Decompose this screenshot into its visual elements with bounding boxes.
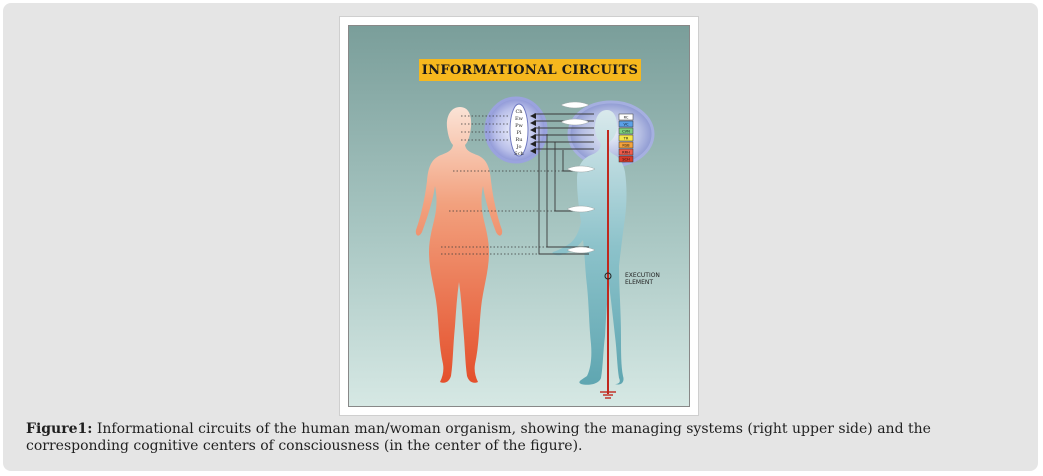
system-label: VC — [624, 123, 629, 127]
system-label: CVN — [622, 130, 630, 134]
background — [349, 26, 689, 406]
caption-text: Informational circuits of the human man/… — [26, 421, 931, 454]
center-label: Pi — [517, 130, 522, 136]
execution-label-line2: ELEMENT — [625, 279, 654, 286]
center-label: Jo — [515, 144, 521, 150]
circuit-wiring — [534, 113, 594, 255]
system-box — [618, 148, 634, 156]
caption-label: Figure1: — [26, 421, 93, 437]
figure-banner-title: INFORMATIONAL CIRCUITS — [419, 59, 641, 81]
system-box — [618, 120, 634, 128]
center-label: Ch — [515, 109, 523, 115]
center-label: Pw — [515, 123, 523, 129]
system-label: RC — [624, 116, 629, 120]
system-label: RSB — [622, 144, 630, 148]
execution-element-label: EXECUTION ELEMENT — [625, 272, 685, 286]
managing-systems-stack: RC VC CVN TR RSB RRH SCH — [618, 113, 634, 163]
system-box — [618, 141, 634, 149]
center-label: Ew — [515, 116, 524, 122]
signal-glyphs — [560, 101, 596, 254]
system-box — [618, 134, 634, 142]
ground-icon — [600, 386, 616, 399]
system-label: SCH — [622, 158, 630, 162]
cognitive-center-core — [509, 103, 529, 157]
center-label: Ru — [516, 137, 524, 143]
center-label: Sch — [514, 151, 524, 157]
system-label: RRH — [622, 151, 630, 155]
system-box — [618, 155, 634, 163]
female-silhouette — [415, 107, 503, 383]
arrow-markers — [530, 113, 536, 154]
execution-element-node — [604, 272, 612, 280]
system-label: TR — [623, 137, 629, 141]
system-box — [618, 127, 634, 135]
system-box — [618, 113, 634, 121]
figure-caption: Figure1: Informational circuits of the h… — [26, 421, 1016, 455]
dotted-circuit-lines — [441, 115, 579, 255]
execution-label-line1: EXECUTION — [625, 272, 660, 279]
